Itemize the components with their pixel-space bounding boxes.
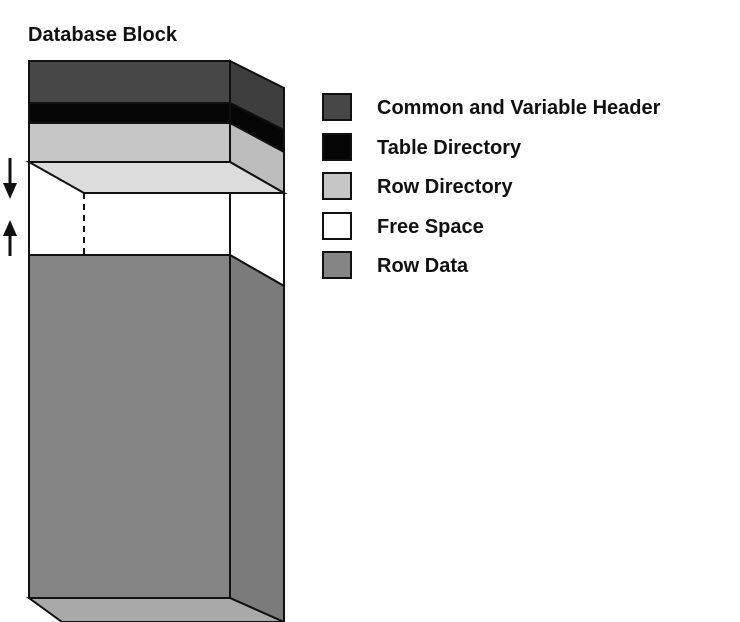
down-arrow-icon bbox=[3, 158, 17, 199]
legend-item-row-data: Row Data bbox=[322, 248, 732, 288]
row-data-bottom-face bbox=[25, 597, 285, 622]
legend: Common and Variable Header Table Directo… bbox=[322, 90, 732, 288]
legend-swatch bbox=[322, 132, 352, 161]
row-data-front-face bbox=[28, 254, 231, 599]
legend-label: Common and Variable Header bbox=[377, 97, 661, 119]
up-arrow-icon bbox=[3, 220, 17, 256]
legend-swatch bbox=[322, 211, 352, 240]
legend-item-free-space: Free Space bbox=[322, 209, 732, 249]
legend-label: Row Data bbox=[377, 255, 469, 277]
legend-item-common-and-variable-header: Common and Variable Header bbox=[322, 90, 732, 130]
table-directory-front-face bbox=[28, 102, 231, 124]
legend-swatch bbox=[322, 251, 352, 279]
row-data-side-face bbox=[229, 253, 285, 622]
legend-item-table-directory: Table Directory bbox=[322, 130, 732, 170]
legend-label: Table Directory bbox=[377, 136, 522, 159]
legend-label: Row Directory bbox=[377, 176, 513, 198]
row-directory-top-surface bbox=[25, 161, 288, 194]
legend-swatch bbox=[322, 93, 352, 121]
row-directory-front-face bbox=[28, 122, 231, 163]
diagram-title: Database Block bbox=[28, 24, 177, 46]
header-front-face bbox=[28, 60, 231, 104]
legend-item-row-directory: Row Directory bbox=[322, 169, 732, 209]
legend-swatch bbox=[322, 172, 352, 200]
legend-label: Free Space bbox=[377, 215, 484, 238]
